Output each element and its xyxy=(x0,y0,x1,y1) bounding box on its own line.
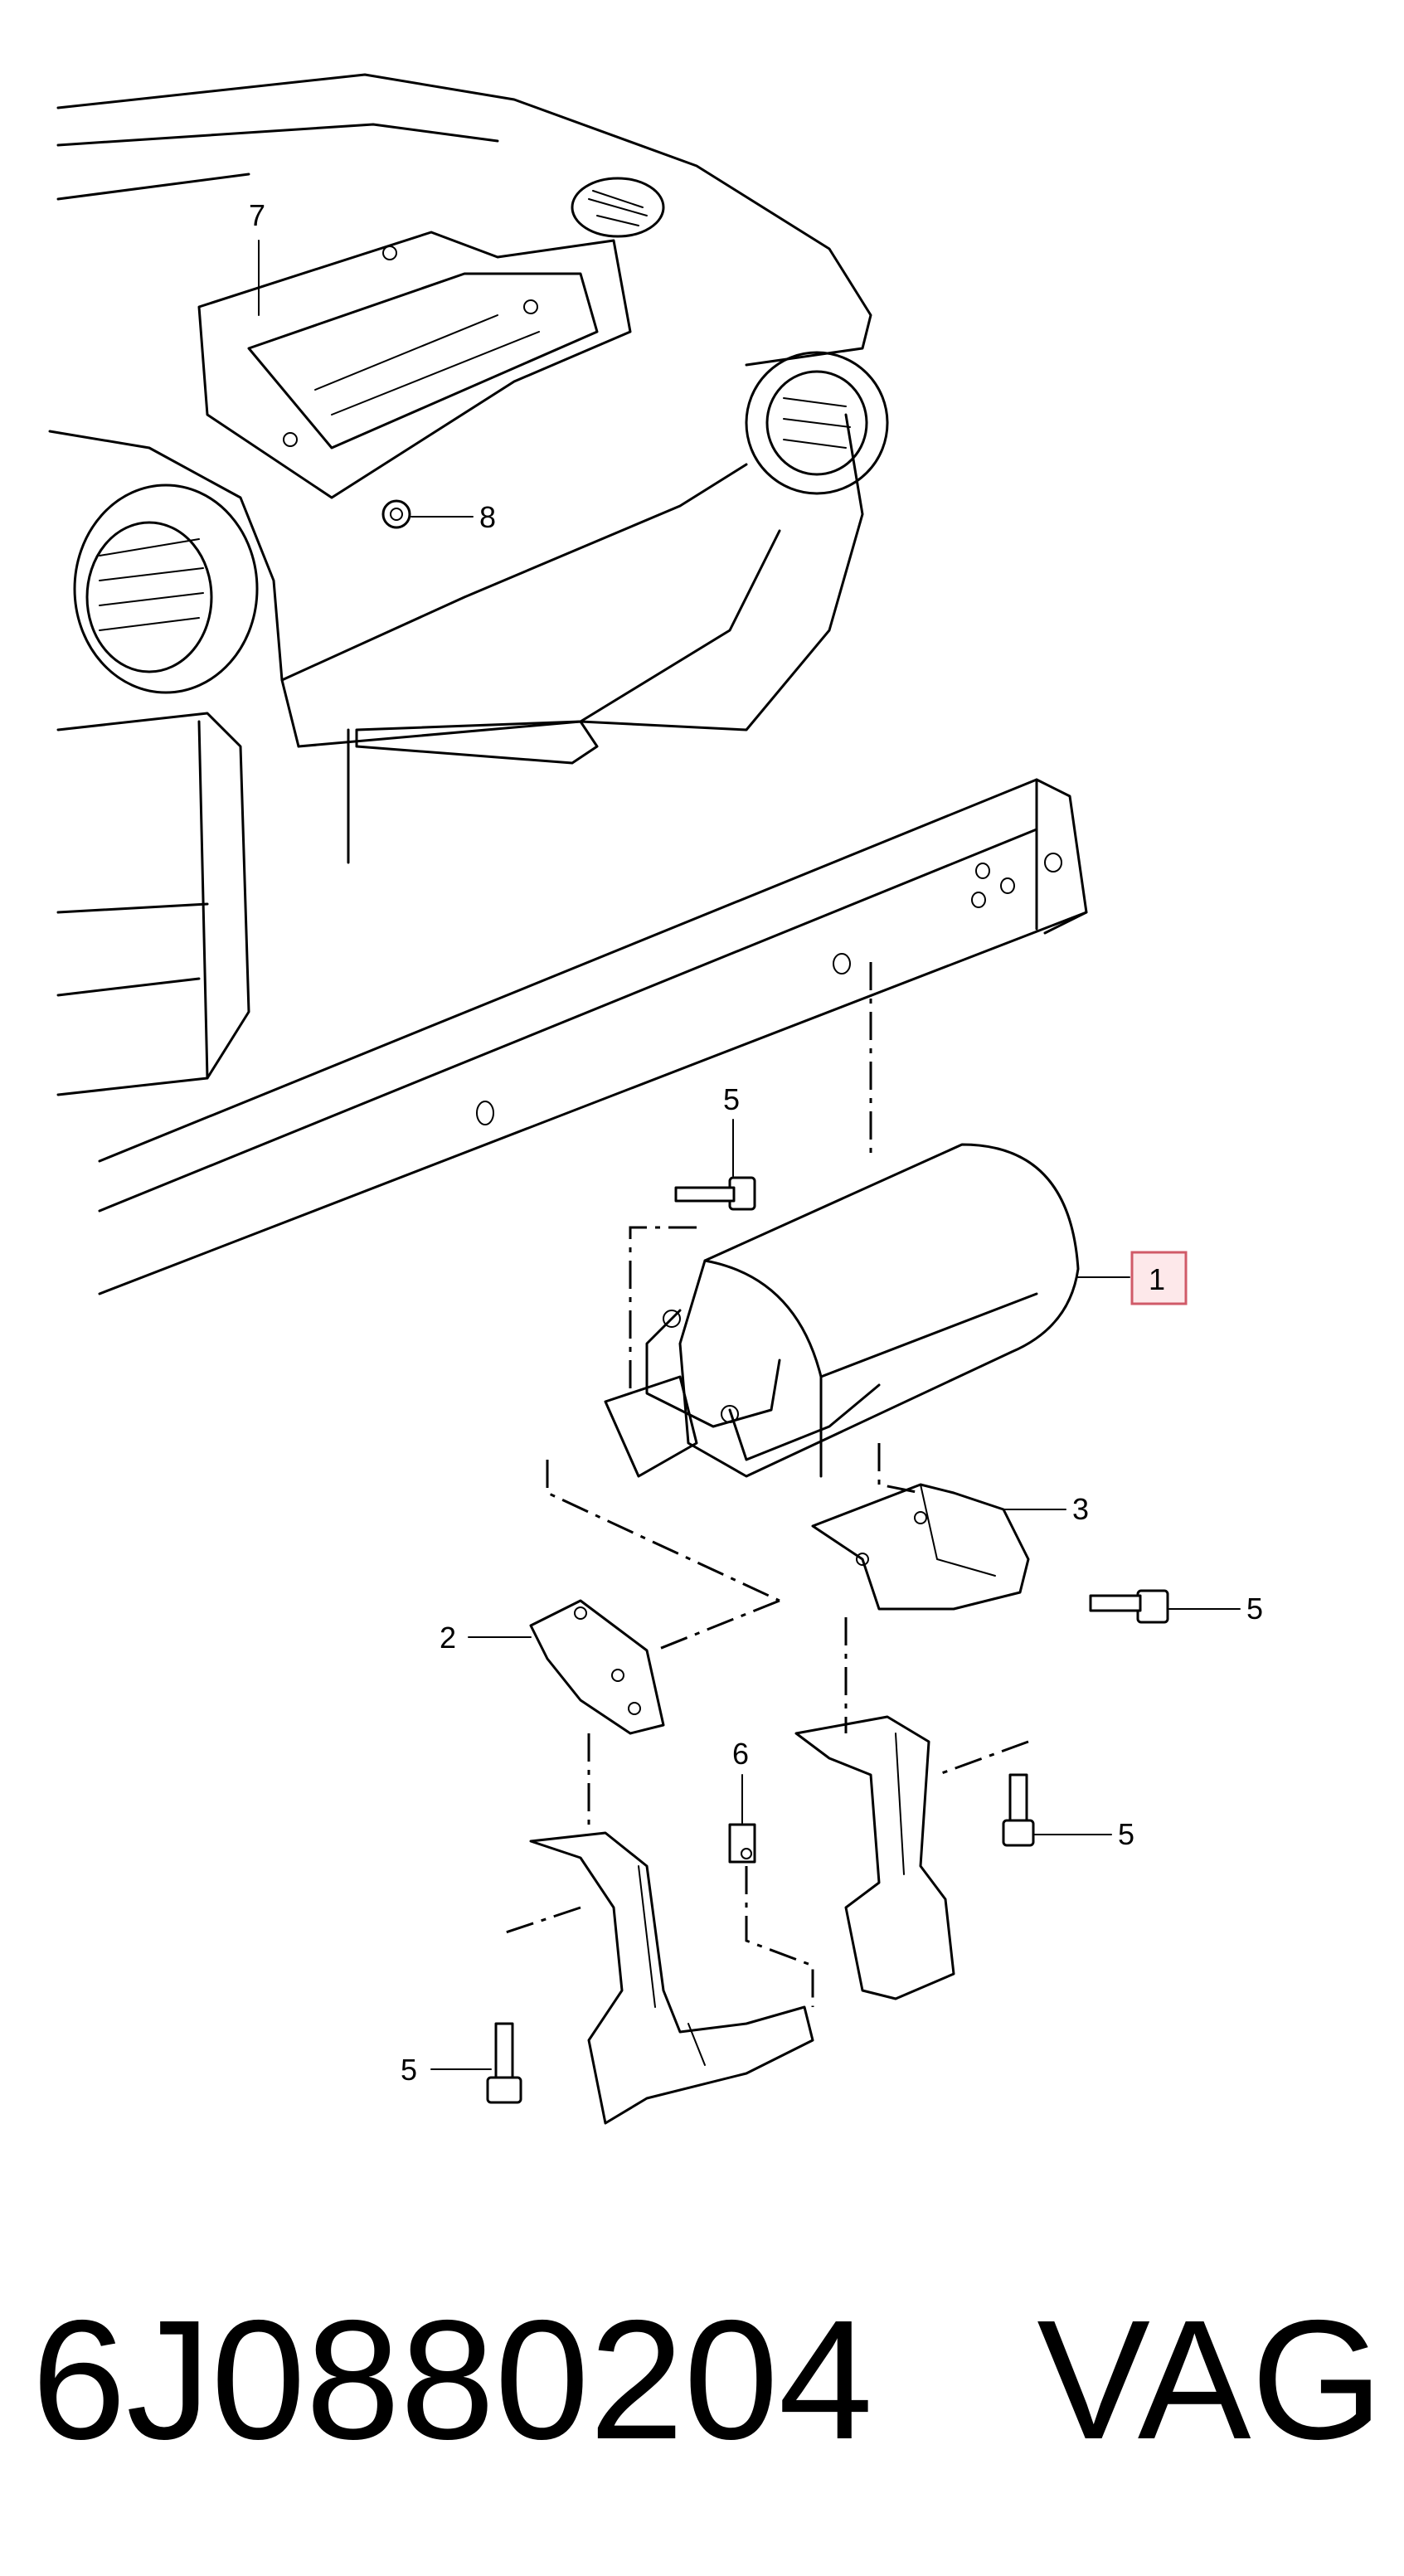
clip-8 xyxy=(381,499,411,529)
svg-text:7: 7 xyxy=(249,198,265,232)
bracket-2 xyxy=(529,1599,665,1735)
callout-5-bottom-left: 5 xyxy=(401,2053,492,2087)
bracket-3 xyxy=(811,1483,1030,1611)
callout-8: 8 xyxy=(411,500,496,534)
callout-5-right: 5 xyxy=(1168,1592,1263,1626)
callout-6: 6 xyxy=(732,1737,749,1824)
footer: 6J0880204 VAG xyxy=(32,2285,1383,2476)
radio-bracket-7 xyxy=(197,231,632,499)
center-vent xyxy=(571,177,665,238)
svg-text:6: 6 xyxy=(732,1737,749,1771)
part-number: 6J0880204 xyxy=(32,2285,873,2475)
svg-text:1: 1 xyxy=(1149,1262,1165,1296)
nut-6 xyxy=(728,1823,756,1864)
brand-label: VAG xyxy=(1037,2285,1383,2475)
dashboard-panel xyxy=(48,73,872,1096)
svg-text:5: 5 xyxy=(1246,1592,1263,1626)
passenger-airbag-module xyxy=(604,1143,1080,1478)
callout-5-lower-right: 5 xyxy=(1034,1817,1134,1851)
svg-text:2: 2 xyxy=(440,1621,456,1655)
callout-3: 3 xyxy=(1003,1492,1089,1526)
lower-support-right xyxy=(794,1715,955,2000)
lower-support-left xyxy=(529,1831,814,2125)
bolt-5-lower-right xyxy=(1002,1773,1035,1847)
svg-text:5: 5 xyxy=(723,1082,740,1116)
svg-text:5: 5 xyxy=(1118,1817,1134,1851)
svg-text:3: 3 xyxy=(1072,1492,1089,1526)
callout-2: 2 xyxy=(440,1621,532,1655)
assembly-guide-lines xyxy=(505,962,1029,2007)
svg-text:5: 5 xyxy=(401,2053,417,2087)
callout-1-highlight xyxy=(1130,1251,1188,1305)
svg-text:8: 8 xyxy=(479,500,496,534)
bolt-5-top xyxy=(674,1176,756,1211)
left-air-vent xyxy=(73,484,259,694)
bolt-5-bottom-left xyxy=(486,2022,522,2104)
cross-member-beam xyxy=(98,778,1088,1295)
callout-5-top: 5 xyxy=(723,1082,740,1177)
callout-7: 7 xyxy=(249,198,265,316)
bolt-5-right xyxy=(1089,1589,1169,1624)
right-air-vent xyxy=(745,351,889,495)
callout-1: 1 xyxy=(1077,1251,1188,1305)
